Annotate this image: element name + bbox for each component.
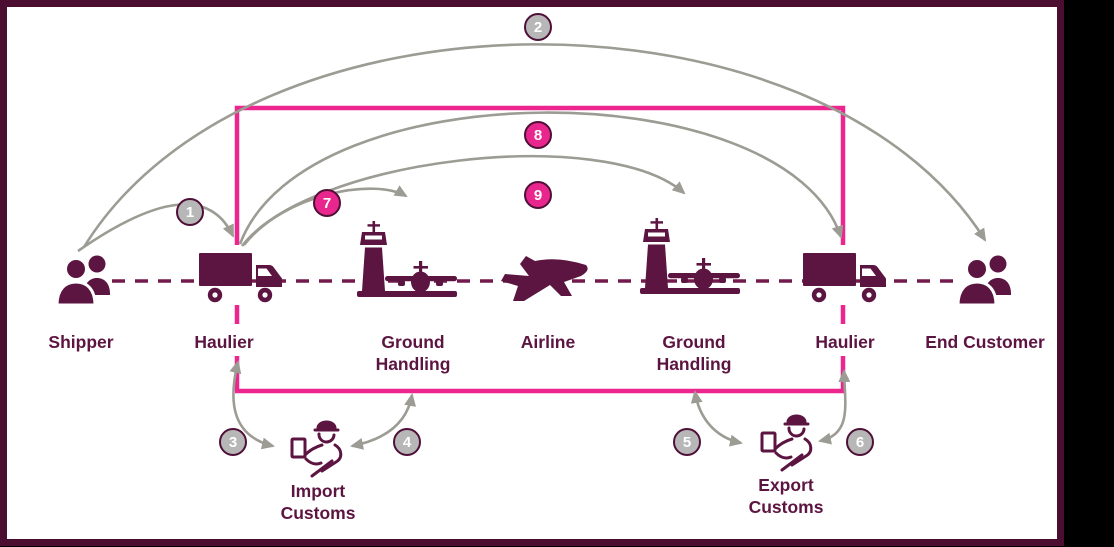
- import-customs-label: Import Customs: [280, 481, 356, 523]
- haulier-dest-truck-icon: [802, 250, 888, 309]
- ground-handling-dest-label: Ground Handling: [656, 332, 732, 374]
- arrow-3-haulier-import-customs: [229, 360, 275, 450]
- shipper-label: Shipper: [48, 332, 114, 352]
- shipper-people-icon: [55, 253, 117, 312]
- airline-airplane-departure-icon: [498, 251, 590, 310]
- step-badge-3: 3: [219, 428, 247, 456]
- arrow-5-ground-handling-export-customs: [690, 390, 743, 447]
- end-customer-people-icon: [956, 253, 1018, 312]
- import-customs-officer-icon: [284, 419, 346, 484]
- pink-route-top: [234, 105, 846, 245]
- export-customs-label: Export Customs: [748, 475, 824, 517]
- haulier-origin-label: Haulier: [194, 332, 254, 352]
- step-badge-2: 2: [524, 13, 552, 41]
- arrow-6-export-customs-haulier: [818, 369, 851, 445]
- haulier-origin-truck-icon: [198, 250, 284, 309]
- ground-handling-dest-tower-icon: [640, 218, 742, 301]
- step-badge-9: 9: [524, 181, 552, 209]
- step-badge-6: 6: [846, 428, 874, 456]
- airline-label: Airline: [520, 332, 576, 352]
- ground-handling-origin-label: Ground Handling: [375, 332, 451, 374]
- arrow-4-import-customs-ground-handling: [350, 393, 417, 450]
- step-badge-7: 7: [313, 189, 341, 217]
- arrow-9-haulier-to-ground-handling-dest: [240, 155, 686, 247]
- export-customs-officer-icon: [754, 413, 816, 478]
- haulier-dest-label: Haulier: [815, 332, 875, 352]
- ground-handling-origin-tower-icon: [357, 221, 459, 304]
- step-badge-5: 5: [673, 428, 701, 456]
- arrow-2-shipper-to-end-customer: [82, 43, 987, 248]
- end-customer-label: End Customer: [925, 332, 1045, 352]
- arrow-8-haulier-to-haulier: [238, 111, 844, 245]
- arrow-1-shipper-to-haulier: [77, 203, 235, 253]
- step-badge-4: 4: [393, 428, 421, 456]
- diagram-frame: Shipper Haulier Ground Handling Airline …: [0, 0, 1064, 546]
- step-badge-8: 8: [524, 121, 552, 149]
- step-badge-1: 1: [176, 198, 204, 226]
